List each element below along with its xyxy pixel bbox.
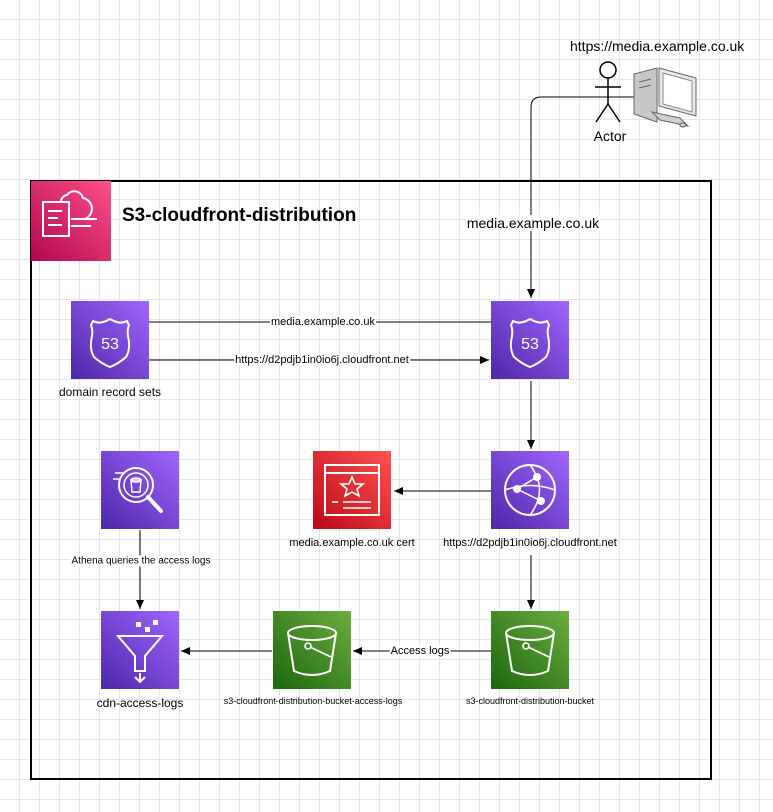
- certificate-label: media.example.co.uk cert: [289, 537, 415, 549]
- route53-right-text: 53: [521, 336, 539, 353]
- group-container[interactable]: [30, 180, 712, 780]
- bucket-logs-label: s3-cloudfront-distribution-bucket-access…: [223, 696, 403, 706]
- athena-icon[interactable]: [101, 451, 179, 529]
- actor-label: Actor: [593, 128, 627, 144]
- glue-icon[interactable]: [101, 611, 179, 689]
- certificate-manager-icon[interactable]: [313, 451, 391, 529]
- cloudfront-icon[interactable]: [491, 451, 569, 529]
- user-url-label: https://media.example.co.uk: [570, 38, 745, 54]
- s3-bucket-icon[interactable]: [491, 611, 569, 689]
- group-title: S3-cloudfront-distribution: [122, 205, 357, 226]
- s3-bucket-icon[interactable]: [273, 611, 351, 689]
- route53-icon[interactable]: 53: [491, 301, 569, 379]
- glue-label: cdn-access-logs: [96, 696, 184, 710]
- record-alias-edge-label: media.example.co.uk: [270, 316, 376, 328]
- route53-left-label: domain record sets: [58, 385, 162, 399]
- cloudformation-stack-icon: [31, 181, 111, 261]
- route53-left-text: 53: [101, 336, 119, 353]
- desktop-computer-icon: [633, 67, 697, 128]
- incoming-edge-label: media.example.co.uk: [465, 215, 601, 231]
- route53-icon[interactable]: 53: [71, 301, 149, 379]
- record-target-edge-label: https://d2pdjb1in0io6j.cloudfront.net: [234, 354, 410, 366]
- user-to-route53-edge: [527, 96, 639, 298]
- athena-edge-label: Athena queries the access logs: [70, 555, 212, 567]
- access-logs-edge-label: Access logs: [389, 645, 451, 657]
- user-icon[interactable]: [595, 61, 621, 123]
- cloudfront-label: https://d2pdjb1in0io6j.cloudfront.net: [443, 537, 617, 549]
- bucket-main-label: s3-cloudfront-distribution-bucket: [465, 696, 595, 706]
